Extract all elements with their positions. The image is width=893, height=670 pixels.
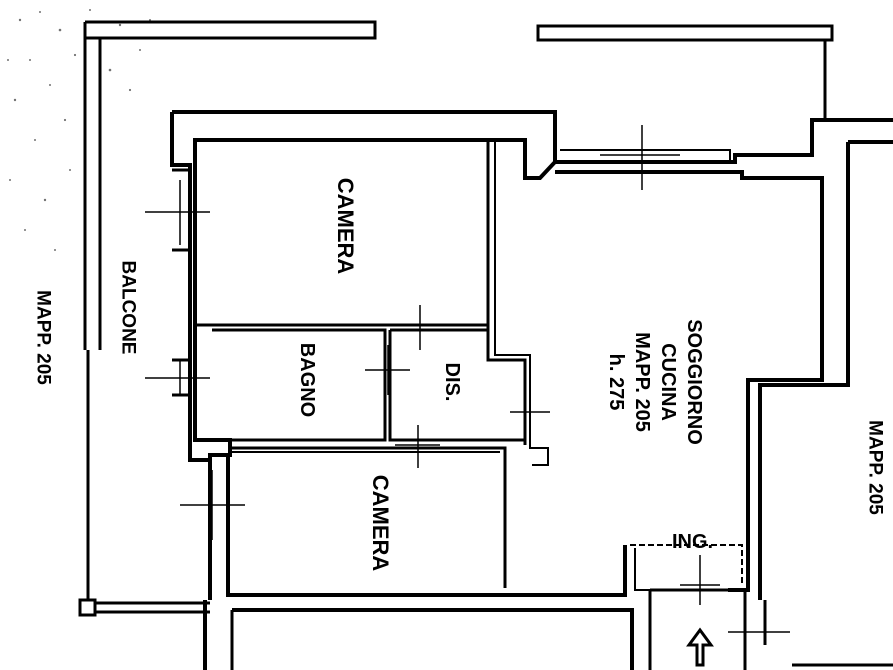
room-label-bagno: BAGNO <box>296 342 318 418</box>
parcel-label-right: MAPP. 205 <box>864 420 886 515</box>
room-label-camera-bottom: CAMERA <box>368 474 393 572</box>
room-label-cucina: CUCINA <box>657 343 679 421</box>
room-label-ingresso: ING. <box>672 531 714 553</box>
room-label-dis: DIS. <box>441 362 463 402</box>
balcony-label: BALCONE <box>117 260 139 355</box>
arrow-up-icon <box>686 627 714 667</box>
room-label-soggiorno-block: SOGGIORNO CUCINA MAPP. 205 h. 275 <box>603 287 707 477</box>
parcel-label-left: MAPP. 205 <box>32 290 54 385</box>
hatched-area <box>7 9 151 251</box>
room-height-label: h. 275 <box>605 353 627 411</box>
room-label-camera-top: CAMERA <box>333 177 358 275</box>
room-label-soggiorno-mapp: MAPP. 205 <box>631 332 653 432</box>
room-label-soggiorno: SOGGIORNO <box>683 319 705 445</box>
walls <box>78 20 893 670</box>
opening-markers <box>145 125 790 645</box>
